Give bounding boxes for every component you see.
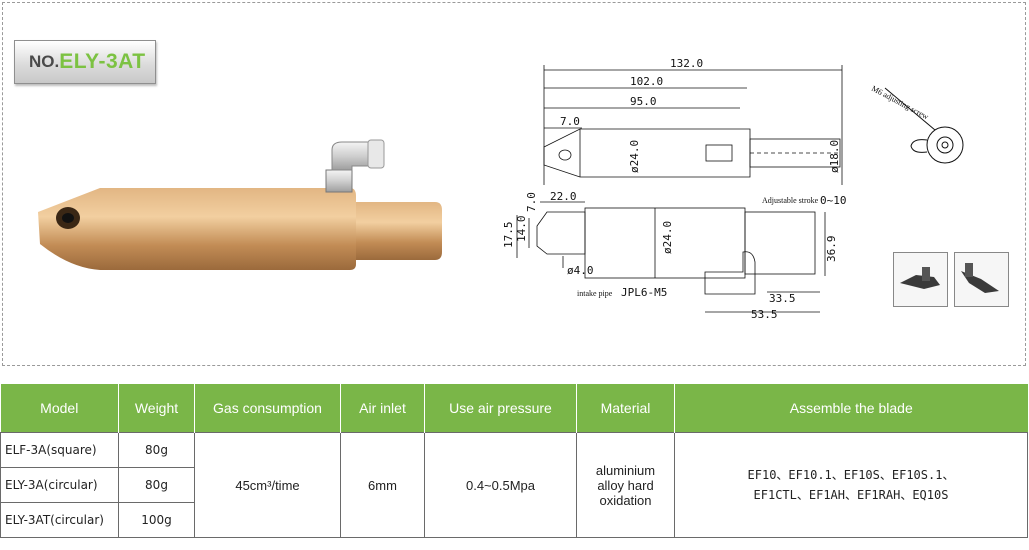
dim-53-5: 53.5 xyxy=(751,308,778,321)
blade-cell: EF10、EF10.1、EF10S、EF10S.1、 EF1CTL、EF1AH、… xyxy=(674,432,1028,538)
table-header-row: Model Weight Gas consumption Air inlet U… xyxy=(0,384,1028,433)
blade-line: EF10、EF10.1、EF10S、EF10S.1、 xyxy=(747,468,955,482)
installation-thumbnail-1 xyxy=(893,252,948,307)
dimension-drawing-side: 22.0 7.0 17.5 14.0 ø24.0 36.9 ø4.0 33.5 … xyxy=(502,190,838,321)
dim-dia24-top: ø24.0 xyxy=(628,140,641,173)
model-cell: ELY-3A(circular) xyxy=(0,467,119,503)
material-line: aluminium xyxy=(595,462,656,478)
gas-cell: 45cm³/time xyxy=(194,432,341,538)
blade-line: EF1CTL、EF1AH、EF1RAH、EQ10S xyxy=(753,488,949,502)
table-row: ELY-3AT(circular) 100g xyxy=(0,502,1028,538)
dim-stroke: 0~10 xyxy=(820,194,847,207)
header-material: Material xyxy=(576,384,675,433)
header-air-inlet: Air inlet xyxy=(340,384,425,433)
dim-22: 22.0 xyxy=(550,190,577,203)
dim-14: 14.0 xyxy=(515,216,528,243)
material-cell: aluminium alloy hard oxidation xyxy=(576,432,675,538)
header-weight: Weight xyxy=(118,384,195,433)
model-cell: ELY-3AT(circular) xyxy=(0,502,119,538)
model-number-badge: NO. ELY-3AT xyxy=(14,40,156,84)
weight-cell: 80g xyxy=(118,432,195,468)
dim-7: 7.0 xyxy=(560,115,580,128)
adjusting-screw-label: M6 adjusting screw xyxy=(870,84,930,122)
intake-pipe-label: intake pipe xyxy=(577,289,613,298)
material-line: oxidation xyxy=(599,492,652,508)
material-line: alloy hard xyxy=(597,477,654,493)
model-code: ELY-3AT xyxy=(59,50,146,73)
end-view-drawing: M6 adjusting screw xyxy=(870,84,964,164)
dim-33-5: 33.5 xyxy=(769,292,796,305)
header-model: Model xyxy=(0,384,119,433)
cylinder-body xyxy=(38,188,356,270)
product-photo xyxy=(38,139,442,270)
cylinder-rod-sleeve xyxy=(356,202,442,260)
dimension-drawing-top: 132.0 102.0 95.0 7.0 ø24.0 ø18.0 Adjusta… xyxy=(543,57,847,207)
dim-17-5: 17.5 xyxy=(502,222,515,249)
dim-dia4: ø4.0 xyxy=(567,264,594,277)
table-row: ELY-3A(circular) 80g xyxy=(0,467,1028,503)
fitting-label: JPL6-M5 xyxy=(621,286,667,299)
dim-95: 95.0 xyxy=(630,95,657,108)
product-panel xyxy=(2,2,1026,366)
weight-cell: 80g xyxy=(118,467,195,503)
weight-cell: 100g xyxy=(118,502,195,538)
dim-102: 102.0 xyxy=(630,75,663,88)
model-cell: ELF-3A(square) xyxy=(0,432,119,468)
header-blade: Assemble the blade xyxy=(674,384,1028,433)
adjustable-stroke-label: Adjustable stroke xyxy=(762,196,819,205)
header-gas: Gas consumption xyxy=(194,384,341,433)
spec-table: Model Weight Gas consumption Air inlet U… xyxy=(0,384,1028,538)
dim-dia24-side: ø24.0 xyxy=(661,221,674,254)
installation-thumbnail-2 xyxy=(954,252,1009,307)
table-row: ELF-3A(square) 80g 45cm³/time 6mm 0.4~0.… xyxy=(0,432,1028,538)
header-pressure: Use air pressure xyxy=(424,384,577,433)
model-prefix: NO. xyxy=(29,52,60,71)
dim-7-side: 7.0 xyxy=(525,192,538,212)
dim-36-9: 36.9 xyxy=(825,236,838,263)
dim-dia18: ø18.0 xyxy=(828,140,841,173)
dim-132: 132.0 xyxy=(670,57,703,70)
air-inlet-cell: 6mm xyxy=(340,432,425,538)
fitting-nut xyxy=(325,169,353,193)
pressure-cell: 0.4~0.5Mpa xyxy=(424,432,577,538)
